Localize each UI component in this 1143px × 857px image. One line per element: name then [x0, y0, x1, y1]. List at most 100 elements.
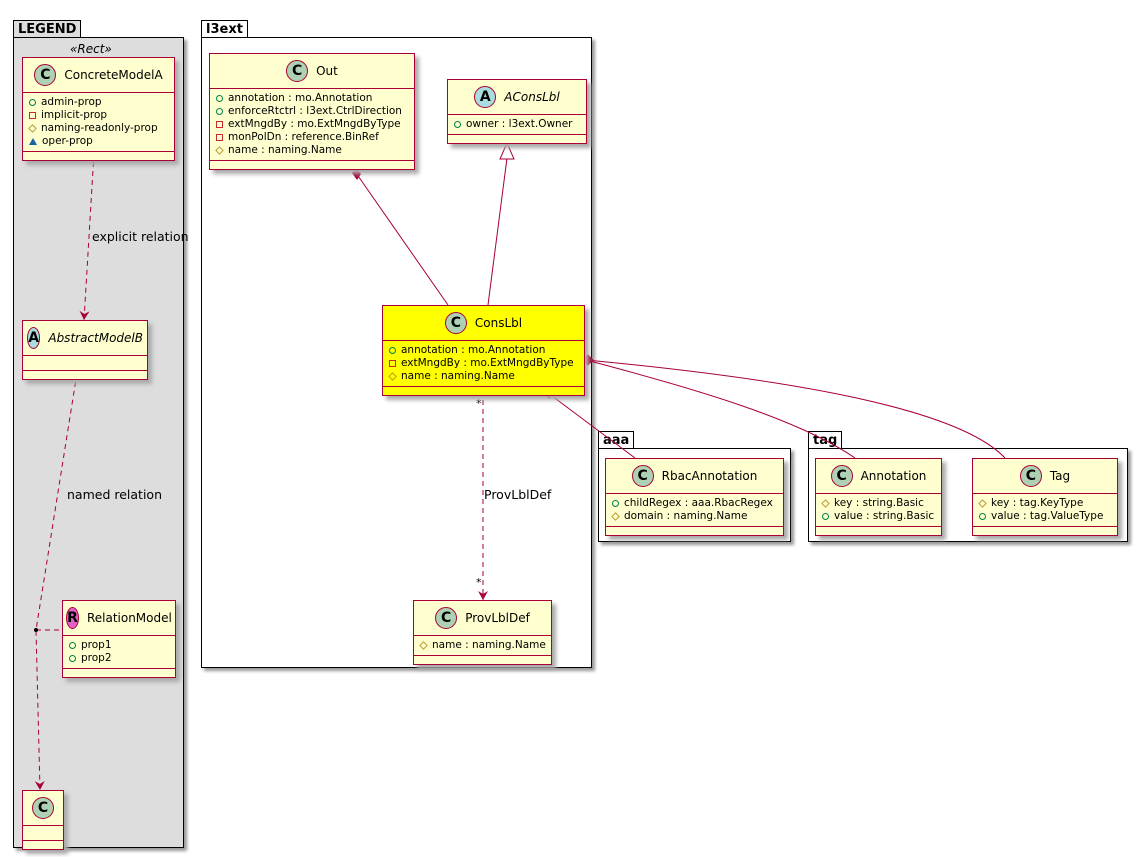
class-aconslbl[interactable]: A AConsLbl owner : l3ext.Owner [447, 79, 587, 144]
out-conslbl-composition [355, 172, 449, 306]
class-attribute: extMngdBy : mo.ExtMngdByType [389, 357, 578, 370]
attribute-text: admin-prop [41, 96, 102, 108]
class-attribute: key : tag.KeyType [978, 497, 1111, 510]
attribute-text: domain : naming.Name [624, 510, 748, 522]
class-icon: C [32, 797, 54, 819]
named-relation-line [34, 372, 78, 791]
class-attribute: admin-prop [29, 96, 168, 109]
class-methods [210, 161, 414, 169]
class-icon: C [34, 64, 57, 86]
public-visibility-icon [979, 513, 986, 520]
relation-junction-point [34, 628, 38, 632]
inheritance-triangle-icon [499, 141, 515, 160]
class-attribute: extMngdBy : mo.ExtMngdByType [216, 118, 408, 131]
class-icon: C [435, 607, 458, 629]
aconslbl-conslbl-inheritance [487, 157, 508, 306]
package-legend [13, 37, 184, 848]
attribute-text: prop1 [81, 639, 112, 651]
class-attributes: name : naming.Name [414, 636, 551, 656]
class-abstractmodelb[interactable]: A AbstractModelB [22, 320, 148, 380]
class-name: Annotation [860, 469, 927, 483]
package-l3ext-tab: l3ext [201, 20, 248, 37]
class-name: Tag [1049, 469, 1071, 483]
attribute-text: extMngdBy : mo.ExtMngdByType [401, 357, 574, 369]
attribute-text: name : naming.Name [432, 639, 546, 651]
class-c[interactable]: C [22, 790, 64, 850]
class-attribute: prop2 [69, 652, 169, 665]
class-rbacannotation[interactable]: C RbacAnnotation childRegex : aaa.RbacRege… [605, 458, 784, 536]
package-tag [808, 448, 1128, 542]
package-legend-tab: LEGEND [13, 20, 82, 37]
class-methods [23, 152, 174, 160]
class-methods [606, 527, 783, 535]
class-methods [23, 841, 63, 849]
class-header: A AConsLbl [448, 80, 586, 115]
package-aaa-tab: aaa [598, 431, 635, 448]
attribute-text: annotation : mo.Annotation [228, 92, 373, 104]
attribute-text: enforceRtctrl : l3ext.CtrlDirection [228, 105, 402, 117]
class-attribute: oper-prop [29, 135, 168, 148]
class-attribute: domain : naming.Name [611, 510, 777, 523]
class-attribute: value : string.Basic [822, 510, 935, 523]
attribute-text: name : naming.Name [401, 370, 515, 382]
class-icon: C [631, 465, 654, 487]
package-visibility-icon [29, 138, 37, 145]
package-l3ext [201, 37, 592, 668]
class-name: Out [316, 64, 338, 78]
explicit-relation-label: explicit relation [92, 229, 189, 244]
class-attribute: name : naming.Name [419, 639, 546, 652]
composition-diamond-icon [352, 167, 361, 180]
public-visibility-icon [69, 642, 76, 649]
attribute-text: monPolDn : reference.BinRef [228, 131, 379, 143]
class-attribute: enforceRtctrl : l3ext.CtrlDirection [216, 105, 408, 118]
public-visibility-icon [69, 655, 76, 662]
attribute-text: extMngdBy : mo.ExtMngdByType [228, 118, 401, 130]
class-icon: C [444, 312, 467, 334]
abstract-class-icon: A [474, 86, 497, 108]
class-attribute: key : string.Basic [821, 497, 935, 510]
class-name: AbstractModelB [48, 331, 143, 345]
class-attribute: implicit-prop [29, 109, 168, 122]
class-name: RelationModel [86, 611, 172, 625]
conslbl-annotation-composition [585, 359, 856, 459]
class-header: A AbstractModelB [23, 321, 147, 356]
protected-visibility-icon [419, 641, 428, 650]
protected-visibility-icon [821, 499, 830, 508]
abstract-class-icon: A [27, 327, 41, 349]
attribute-text: name : naming.Name [228, 144, 342, 156]
class-name: ConsLbl [474, 316, 523, 330]
explicit-relation-line [79, 152, 95, 321]
class-name: ConcreteModelA [64, 68, 163, 82]
class-attribute: annotation : mo.Annotation [216, 92, 408, 105]
class-attribute: name : naming.Name [388, 370, 578, 383]
attribute-text: key : string.Basic [834, 497, 924, 509]
class-name: RbacAnnotation [661, 469, 758, 483]
public-visibility-icon [216, 108, 223, 115]
class-attributes: owner : l3ext.Owner [448, 115, 586, 135]
package-aaa [598, 448, 791, 542]
class-attribute: owner : l3ext.Owner [454, 118, 580, 131]
legend-stereotype: «Rect» [70, 42, 112, 56]
class-name: AConsLbl [504, 90, 560, 104]
public-visibility-icon [389, 347, 396, 354]
class-methods [414, 656, 551, 664]
class-methods [973, 527, 1117, 535]
attribute-text: annotation : mo.Annotation [401, 344, 546, 356]
composition-diamond-icon [582, 354, 594, 366]
